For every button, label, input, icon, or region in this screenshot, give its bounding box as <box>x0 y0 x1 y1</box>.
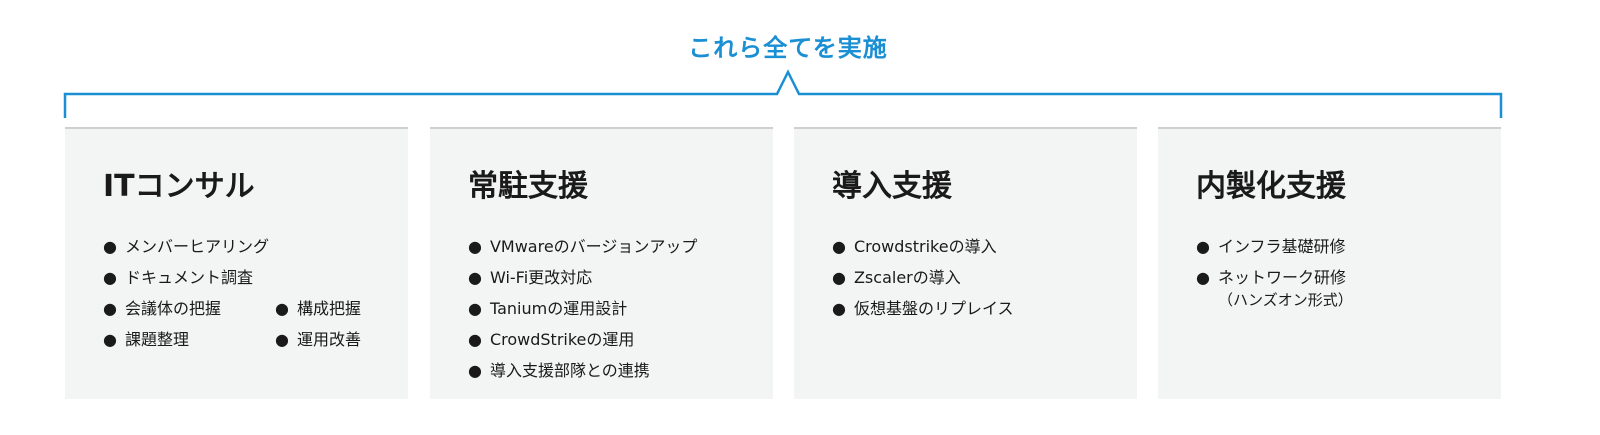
list-item: 仮想基盤のリプレイス <box>832 293 1014 324</box>
list-item: VMwareのバージョンアップ <box>468 231 697 262</box>
card-heading: 内製化支援 <box>1196 169 1346 204</box>
list-item: ドキュメント調査 <box>103 262 361 293</box>
card-it-consulting: ITコンサル メンバーヒアリング ドキュメント調査 会議体の把握 構成把握 課題… <box>65 127 408 399</box>
list-item: Zscalerの導入 <box>832 262 1014 293</box>
list-item: Wi-Fi更改対応 <box>468 262 697 293</box>
list-item: メンバーヒアリング <box>103 231 361 262</box>
list-item: インフラ基礎研修 <box>1196 231 1353 262</box>
list-item: Taniumの運用設計 <box>468 293 697 324</box>
list-item: 運用改善 <box>275 324 361 355</box>
section-title: これら全てを実施 <box>688 34 888 62</box>
list-item: 構成把握 <box>275 293 361 324</box>
card-heading: 導入支援 <box>832 169 952 204</box>
list-item: ネットワーク研修 <box>1196 262 1353 293</box>
list-item: 導入支援部隊との連携 <box>468 355 697 386</box>
bracket-connector <box>63 69 1503 118</box>
list-item: Crowdstrikeの導入 <box>832 231 1014 262</box>
list-item: 会議体の把握 <box>103 293 275 324</box>
card-deployment-support: 導入支援 Crowdstrikeの導入 Zscalerの導入 仮想基盤のリプレイ… <box>794 127 1137 399</box>
list-item-note: （ハンズオン形式） <box>1218 291 1353 309</box>
card-insourcing-support: 内製化支援 インフラ基礎研修 ネットワーク研修 （ハンズオン形式） <box>1158 127 1501 399</box>
list-item: CrowdStrikeの運用 <box>468 324 697 355</box>
card-heading: ITコンサル <box>103 169 255 204</box>
list-item: 課題整理 <box>103 324 275 355</box>
card-heading: 常駐支援 <box>468 169 588 204</box>
card-onsite-support: 常駐支援 VMwareのバージョンアップ Wi-Fi更改対応 Taniumの運用… <box>430 127 773 399</box>
